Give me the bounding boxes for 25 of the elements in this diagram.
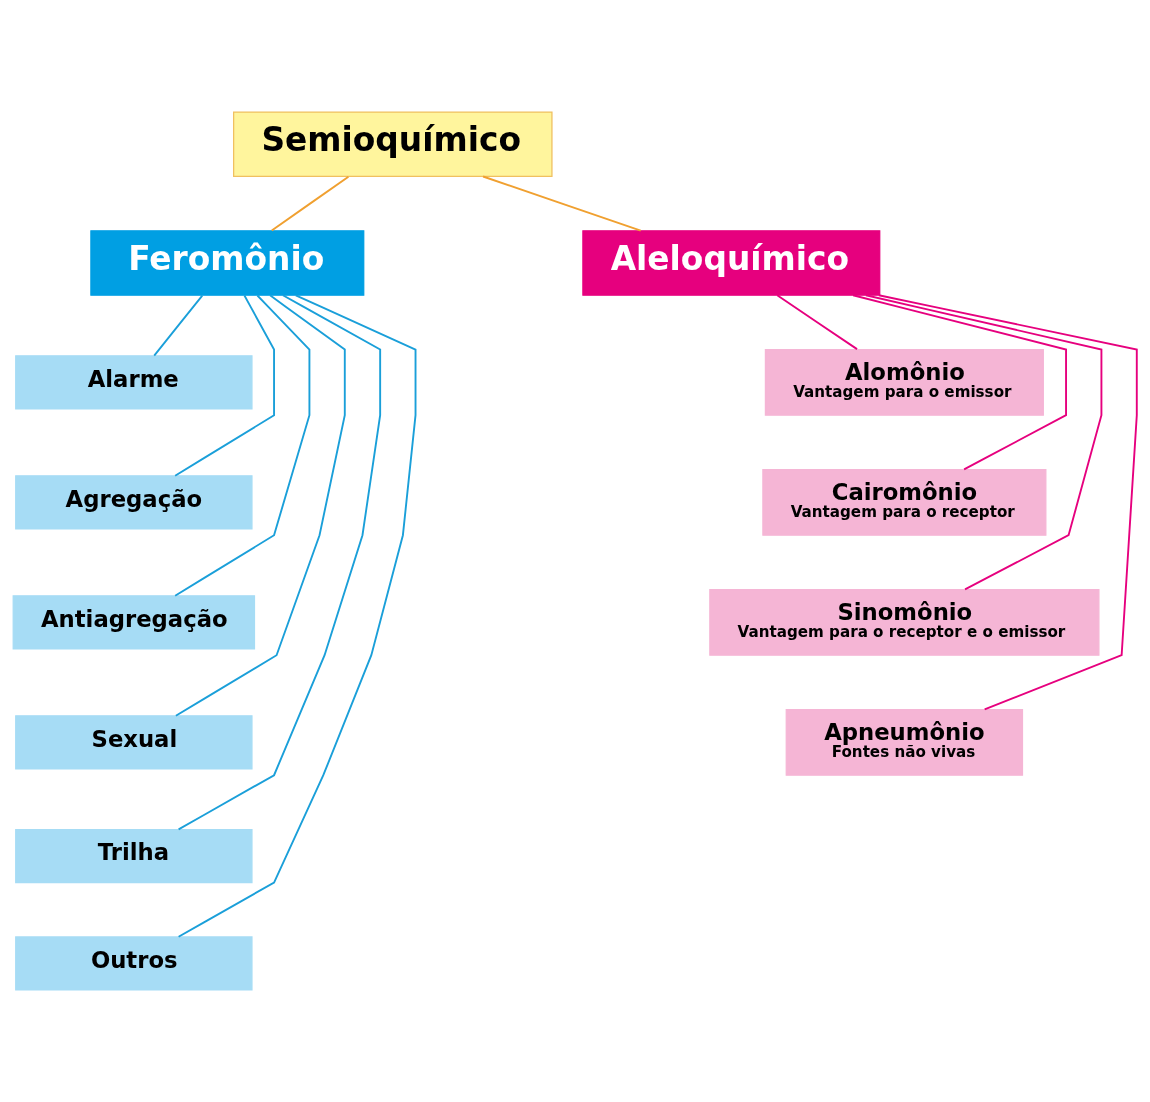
connector — [153, 294, 204, 357]
node-box: Sinomônio Vantagem para o receptor e o emissor — [709, 588, 1100, 656]
connector — [174, 294, 311, 597]
node-box: Antiagregação — [12, 595, 256, 650]
connector — [482, 175, 642, 232]
connector — [177, 294, 417, 938]
connector — [174, 294, 346, 717]
node-box: Alarme — [15, 355, 253, 410]
node-box: Alomônio Vantagem para o emissor — [764, 348, 1044, 416]
node-box: Sexual — [15, 715, 253, 770]
node-box: Trilha — [15, 828, 253, 884]
node-box: Semioquímico — [233, 111, 553, 178]
node-box: Aleloquímico — [582, 230, 881, 296]
node-box: Agregação — [15, 475, 253, 530]
connector — [865, 294, 1103, 591]
connector — [877, 294, 1138, 711]
node-box: Cairomônio Vantagem para o receptor — [762, 468, 1047, 536]
node-box: Outros — [15, 936, 253, 991]
node-box: Feromônio — [90, 230, 365, 296]
connector — [270, 175, 350, 232]
node-box: Apneumônio Fontes não vivas — [785, 708, 1024, 776]
connector — [177, 294, 382, 831]
connector — [776, 294, 858, 351]
connector — [852, 294, 1067, 471]
connector — [174, 294, 275, 477]
